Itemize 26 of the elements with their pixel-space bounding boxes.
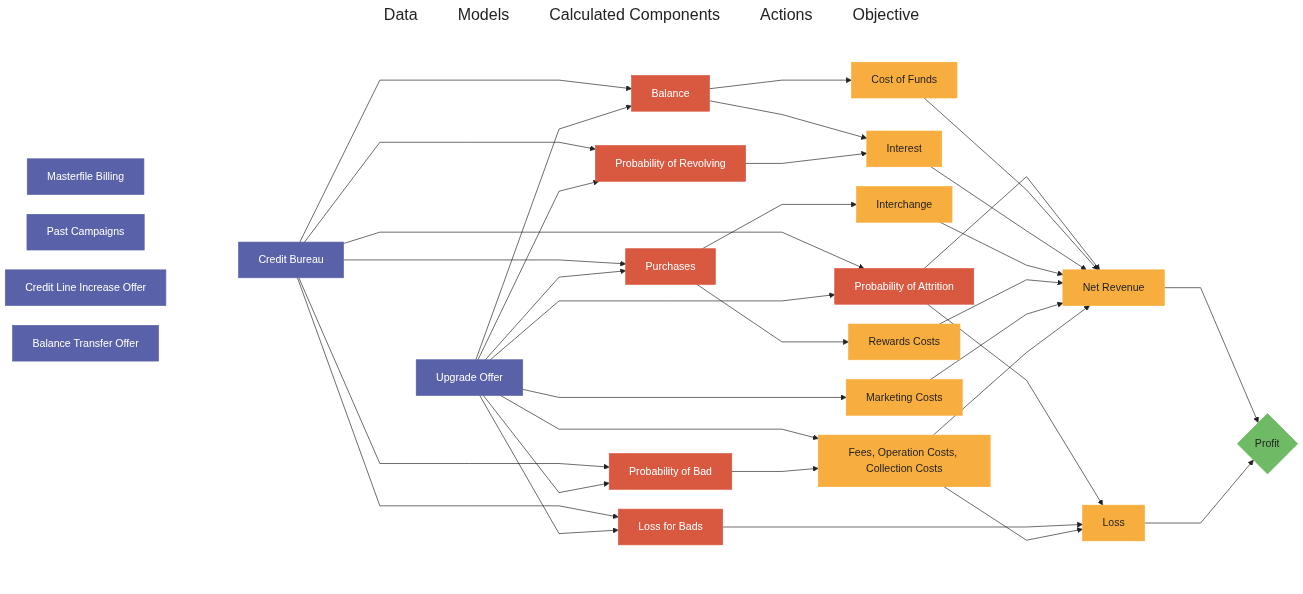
node-box: Marketing Costs xyxy=(845,379,963,417)
node-box: Rewards Costs xyxy=(848,324,961,361)
column-heading: Data xyxy=(383,6,418,24)
node-box: Loss for Bads xyxy=(618,509,723,546)
node-box: Probability of Bad xyxy=(608,453,733,491)
column-heading: Models xyxy=(457,6,510,24)
node-box: Probability of Revolving xyxy=(595,145,746,183)
node-diamond: Profit xyxy=(1237,413,1299,475)
node-box: Probability of Attrition xyxy=(834,268,975,305)
node-box: Balance xyxy=(631,75,710,112)
column-heading: Objective xyxy=(852,6,920,24)
node-box: Upgrade Offer xyxy=(415,359,524,397)
node-box: Cost of Funds xyxy=(851,62,958,99)
node-box: Interchange xyxy=(856,186,953,223)
node-box: Credit Bureau xyxy=(238,242,344,279)
node-box: Credit Line Increase Offer xyxy=(4,269,167,307)
node-box: Net Revenue xyxy=(1062,269,1165,307)
column-heading: Actions xyxy=(760,6,813,24)
node-box: Balance Transfer Offer xyxy=(12,325,159,362)
node-box: Interest xyxy=(866,131,943,168)
node-box: Fees, Operation Costs, Collection Costs xyxy=(817,435,991,488)
node-box: Masterfile Billing xyxy=(26,158,145,196)
node-box: Loss xyxy=(1082,505,1145,542)
node-box: Past Campaigns xyxy=(26,214,145,251)
column-heading: Calculated Components xyxy=(549,6,720,24)
node-box: Purchases xyxy=(625,248,716,286)
